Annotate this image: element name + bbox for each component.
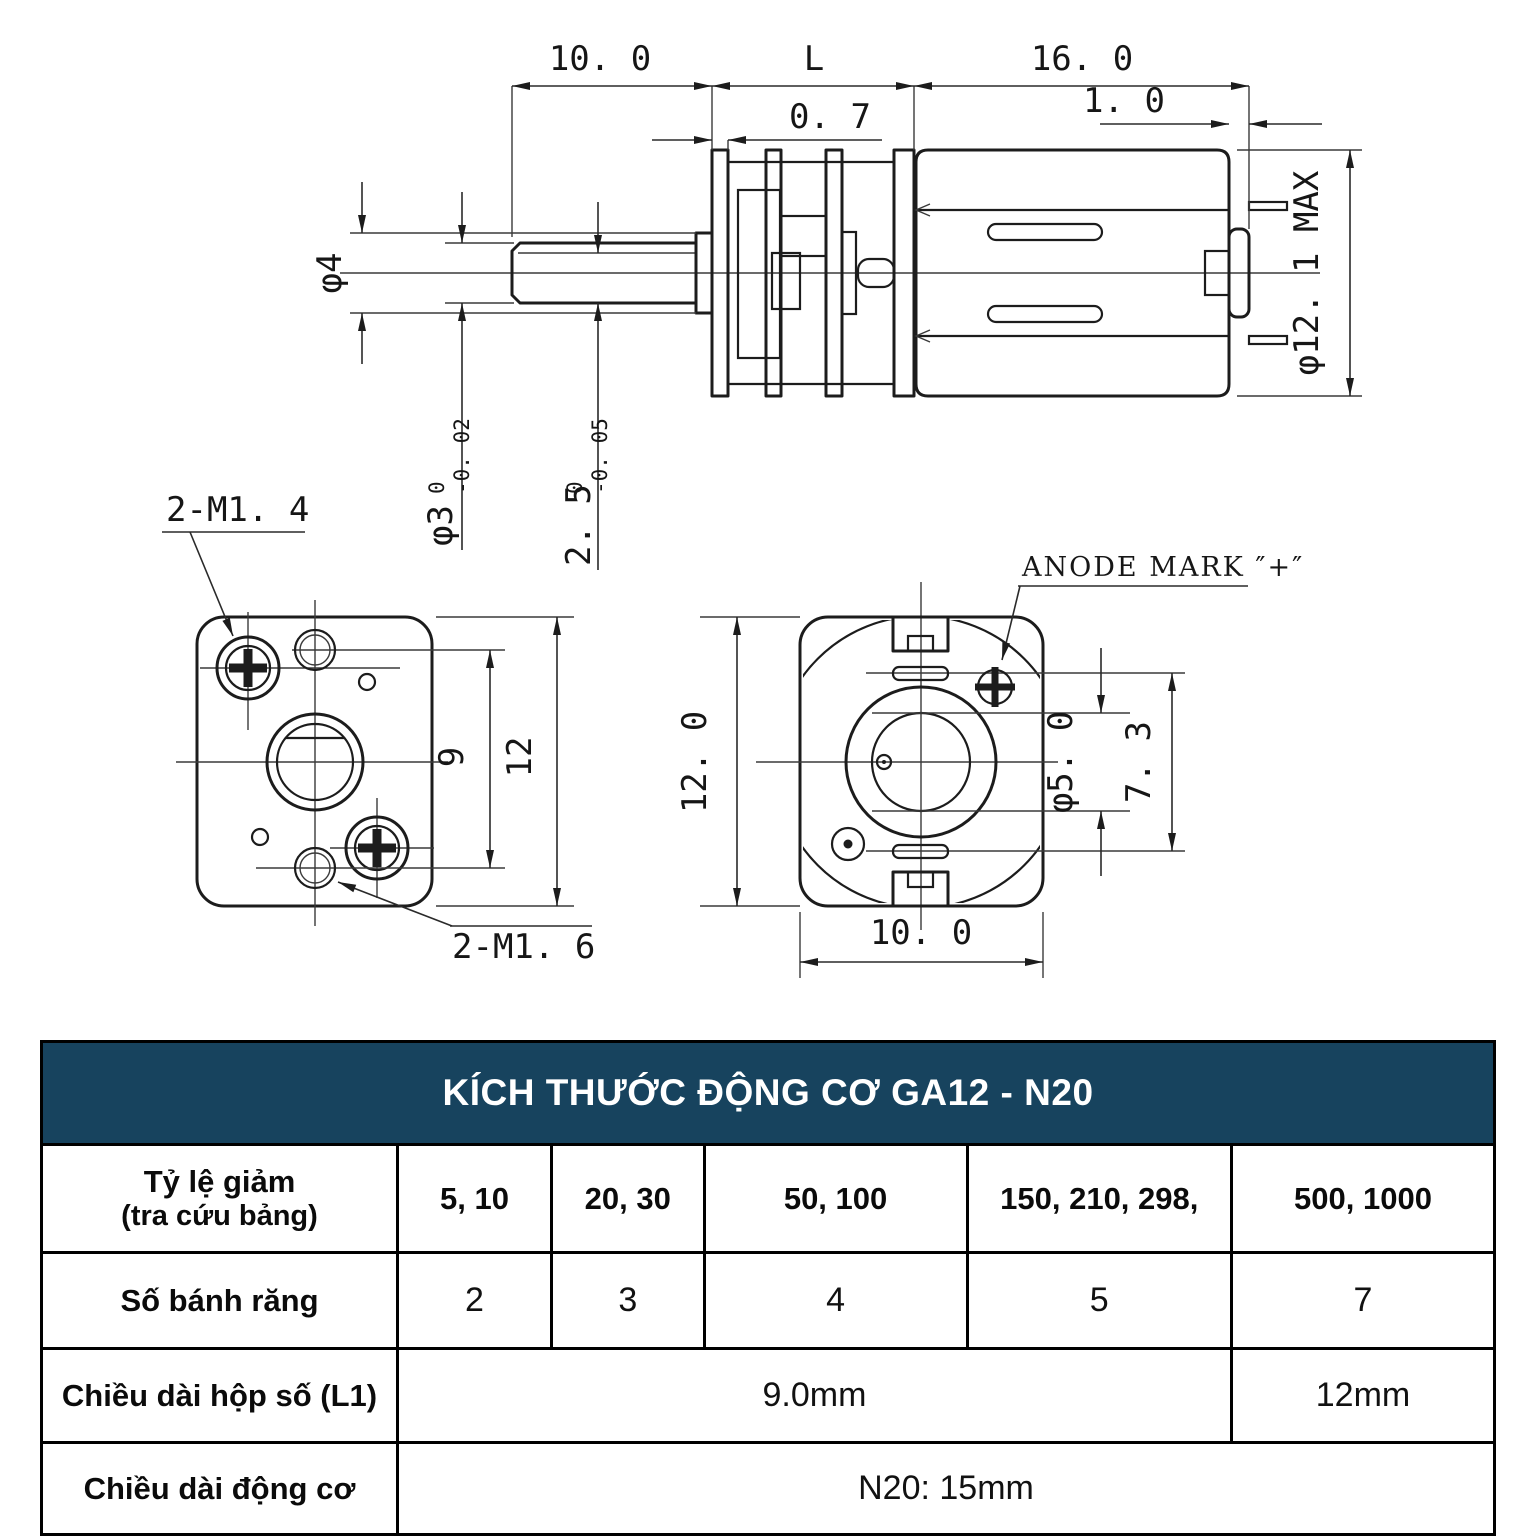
dim-cap-thickness: 1. 0: [1083, 81, 1322, 128]
label-anode-mark: ANODE MARK ″+″: [1001, 552, 1304, 661]
label-2-m1-4: 2-M1. 4: [162, 490, 309, 637]
screw-bottom-right: [330, 798, 434, 898]
ratio-cell-4: 150, 210, 298,: [965, 1143, 1233, 1254]
row-ratio: Tỷ lệ giảm (tra cứu bảng) 5, 10 20, 30 5…: [40, 1143, 1497, 1254]
dim-rear-width-10: 10. 0: [799, 912, 1044, 978]
gearbox-length-main: 9.0mm: [395, 1347, 1233, 1444]
svg-text:9: 9: [432, 747, 472, 767]
gearbox-face-view: 9 12 2-M1. 4 2-M1. 6: [162, 490, 595, 967]
rear-bearing-cap: [1227, 227, 1251, 319]
tab-bottom: [891, 870, 950, 908]
gears-cell-3: 4: [702, 1251, 969, 1350]
gears-cell-1: 2: [395, 1251, 554, 1350]
dim-face-height-12: 12: [436, 616, 574, 907]
dim-row-top: 10. 0 L 16. 0: [511, 39, 1250, 237]
gear-2: [779, 214, 828, 258]
dim-shaft-length: 10. 0: [549, 39, 651, 79]
technical-drawing: 10. 0 L 16. 0 0. 7 1. 0 φ4 φ3 0: [162, 39, 1362, 978]
dim-phi12-1: φ12. 1 MAX: [1237, 149, 1362, 397]
crimp-slot-top: [891, 665, 950, 682]
rear-pin-hole: [830, 826, 866, 862]
dim-motor-length: 16. 0: [1031, 39, 1133, 79]
svg-text:0: 0: [563, 481, 587, 494]
svg-text:-0. 05: -0. 05: [588, 418, 612, 494]
motor-body: [914, 148, 1289, 398]
svg-text:φ3: φ3: [421, 505, 461, 546]
row-gearbox-length-label: Chiều dài hộp số (L1): [40, 1347, 399, 1444]
label-2-m1-6: 2-M1. 6: [337, 881, 595, 967]
side-view: 10. 0 L 16. 0 0. 7 1. 0 φ4 φ3 0: [310, 39, 1362, 570]
dim-7-3: 7. 3: [1119, 673, 1176, 851]
svg-text:φ12. 1 MAX: φ12. 1 MAX: [1287, 170, 1327, 375]
svg-text:12. 0: 12. 0: [675, 711, 715, 813]
row-motor-length-label: Chiều dài động cơ: [40, 1441, 399, 1536]
table-title: KÍCH THƯỚC ĐỘNG CƠ GA12 - N20: [40, 1040, 1496, 1146]
svg-text:2-M1. 4: 2-M1. 4: [166, 490, 309, 530]
dim-phi3: φ3 0 -0. 02: [421, 192, 474, 550]
svg-text:2. 5: 2. 5: [559, 484, 599, 566]
rear-boss: [844, 685, 998, 839]
ratio-cell-1: 5, 10: [395, 1143, 554, 1254]
vent-slot-bottom: [986, 304, 1104, 324]
ratio-cell-2: 20, 30: [550, 1143, 706, 1254]
motor-rear-view: ANODE MARK ″+″ 12. 0 10. 0 φ5. 0 7. 3: [675, 552, 1304, 978]
dim-hole-span-9: 9: [432, 650, 494, 868]
bearing-boss: [265, 712, 365, 812]
gears-cell-5: 7: [1229, 1251, 1497, 1350]
gearbox-length-last: 12mm: [1229, 1347, 1497, 1444]
row-gears: Số bánh răng 2 3 4 5 7: [40, 1251, 1497, 1350]
dim-flat-2-5: 2. 5 0 -0. 05: [559, 202, 612, 570]
row-ratio-label: Tỷ lệ giảm (tra cứu bảng): [40, 1143, 399, 1254]
screw-top-left: [200, 612, 400, 730]
shaft-center-mark: [875, 753, 893, 771]
motor-pinion: [856, 257, 896, 289]
gears-cell-4: 5: [965, 1251, 1233, 1350]
row-motor-length: Chiều dài động cơ N20: 15mm: [40, 1441, 1497, 1536]
svg-text:1. 0: 1. 0: [1083, 81, 1165, 121]
dim-phi5: φ5. 0: [1041, 648, 1105, 876]
svg-text:φ4: φ4: [310, 253, 350, 294]
vent-slot-top: [986, 222, 1104, 242]
dim-phi4: φ4: [310, 182, 366, 364]
dim-gearbox-length: L: [804, 39, 824, 79]
svg-text:0. 7: 0. 7: [789, 97, 871, 137]
dim-rear-height-12: 12. 0: [675, 616, 800, 907]
terminal-pin-bottom: [1247, 334, 1289, 346]
row-gearbox-length: Chiều dài hộp số (L1) 9.0mm 12mm: [40, 1347, 1497, 1444]
mount-hole-top: [292, 628, 505, 672]
gear-4: [840, 230, 858, 316]
terminal-pin-top: [1247, 200, 1289, 212]
gear-1: [736, 188, 782, 360]
svg-text:φ5. 0: φ5. 0: [1041, 711, 1081, 813]
mount-hole-bottom: [256, 846, 505, 890]
crimp-slot-bottom: [891, 843, 950, 860]
svg-text:0: 0: [425, 481, 449, 494]
gears-cell-2: 3: [550, 1251, 706, 1350]
svg-text:7. 3: 7. 3: [1119, 721, 1159, 803]
svg-text:12: 12: [500, 737, 540, 778]
pin-hole-1: [357, 672, 377, 692]
spec-table: KÍCH THƯỚC ĐỘNG CƠ GA12 - N20 Tỷ lệ giảm…: [40, 1040, 1497, 1536]
tab-top: [891, 615, 950, 653]
pin-hole-2: [250, 827, 270, 847]
row-gears-label: Số bánh răng: [40, 1251, 399, 1350]
svg-text:-0. 02: -0. 02: [450, 418, 474, 494]
dim-plate-thickness: 0. 7: [652, 97, 882, 150]
svg-text:10. 0: 10. 0: [870, 913, 972, 953]
motor-length-value: N20: 15mm: [395, 1441, 1497, 1536]
anode-screw: [975, 667, 1015, 707]
ratio-cell-5: 500, 1000: [1229, 1143, 1497, 1254]
gear-3: [770, 251, 802, 311]
svg-text:2-M1. 6: 2-M1. 6: [452, 927, 595, 967]
svg-text:ANODE MARK ″+″: ANODE MARK ″+″: [1021, 552, 1304, 583]
ratio-cell-3: 50, 100: [702, 1143, 969, 1254]
gearbox-section: [710, 148, 916, 398]
table-title-row: KÍCH THƯỚC ĐỘNG CƠ GA12 - N20: [40, 1040, 1496, 1146]
